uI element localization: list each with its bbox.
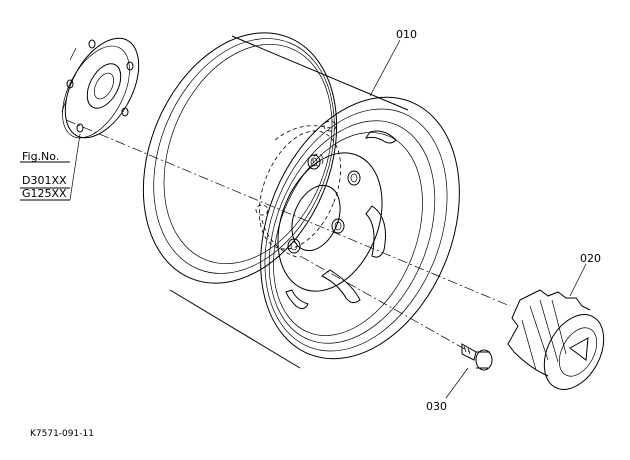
hub-flange xyxy=(61,37,140,139)
fig-ref-g125xx: G125XX xyxy=(22,187,67,200)
part-label-030: 030 xyxy=(426,367,469,413)
drawing-code: K7571-091-11 xyxy=(30,429,94,439)
label-010: 010 xyxy=(396,28,417,41)
center-axis-line xyxy=(65,119,511,307)
hub-cap xyxy=(507,289,605,390)
label-030: 030 xyxy=(426,400,447,413)
fig-no-label: Fig.No. xyxy=(22,150,59,163)
part-label-020: 020 xyxy=(569,252,601,297)
wheel-rim xyxy=(142,32,460,369)
figure-reference-box: Fig.No. D301XX G125XX xyxy=(20,133,81,201)
bolt-axis-line xyxy=(299,255,471,353)
label-020: 020 xyxy=(580,252,601,265)
part-label-010: 010 xyxy=(369,28,417,97)
fig-ref-d301xx: D301XX xyxy=(22,174,67,187)
wheel-bolt xyxy=(461,343,493,371)
